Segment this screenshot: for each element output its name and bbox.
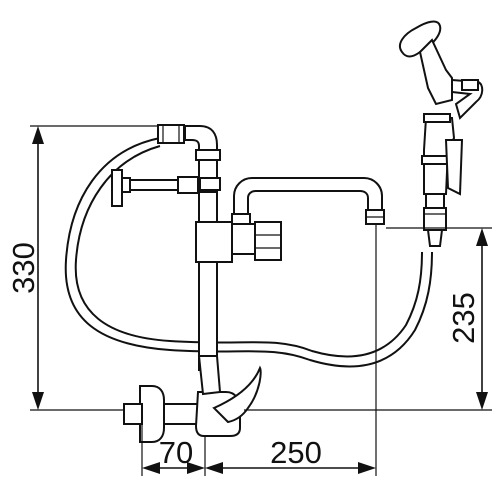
wall-mixer — [123, 355, 262, 443]
shutoff-valve — [111, 169, 201, 207]
tee-fitting — [195, 221, 282, 263]
dimension-235: 235 — [244, 227, 492, 411]
dimension-250: 250 — [205, 224, 377, 476]
dimension-330: 330 — [6, 125, 158, 411]
dimension-label-235: 235 — [446, 292, 481, 344]
dimension-label-70: 70 — [159, 435, 193, 470]
dimension-label-250: 250 — [270, 435, 322, 470]
dimension-label-330: 330 — [6, 242, 41, 294]
spray-head — [398, 20, 484, 247]
swing-spout — [231, 177, 385, 225]
dimension-70: 70 — [141, 424, 206, 476]
flexible-hose — [64, 137, 433, 368]
